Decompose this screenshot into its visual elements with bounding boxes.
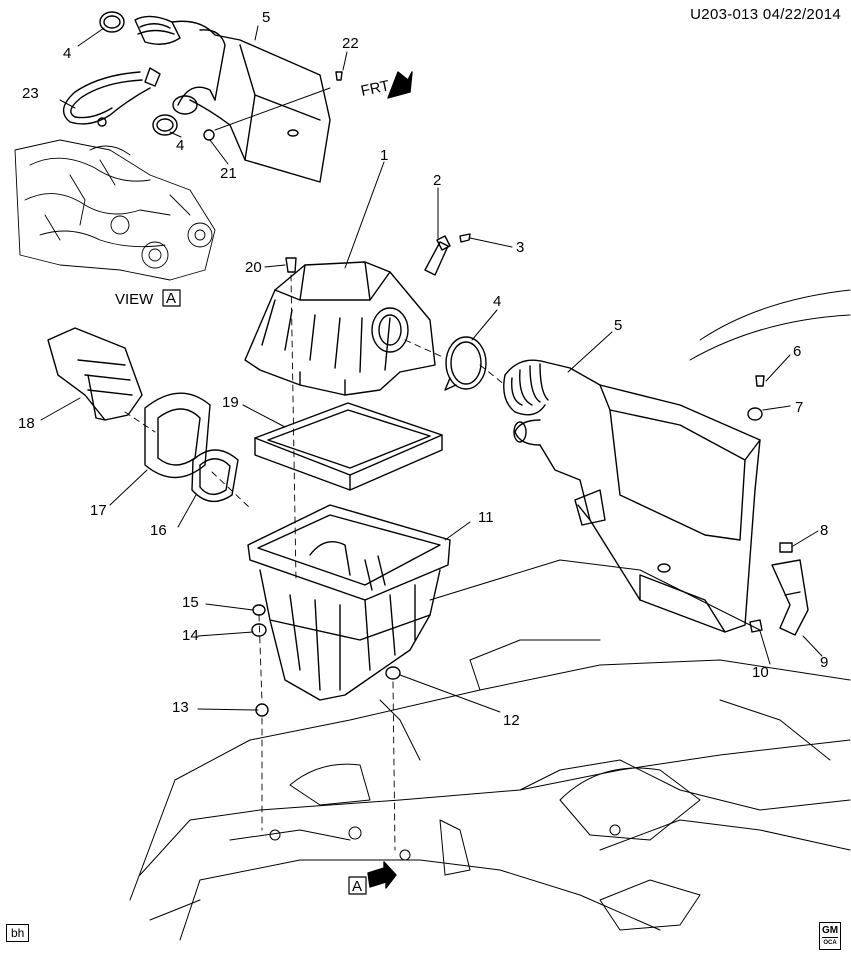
callout-4-main: 4: [493, 293, 501, 310]
callout-19: 19: [222, 394, 239, 411]
callout-11: 11: [478, 509, 494, 526]
callout-5-main: 5: [614, 317, 622, 334]
callout-4-top: 4: [63, 45, 71, 62]
callout-2: 2: [433, 172, 441, 189]
callout-labels: 4 5 22 23 4 21 1 2 3 20 4 5 6 7 19 18 17…: [18, 9, 828, 895]
callout-21: 22: [342, 35, 359, 52]
callout-23: 23: [22, 85, 39, 102]
gm-logo-subtext: OCA: [822, 937, 838, 949]
callout-13: 13: [172, 699, 189, 716]
vehicle-body: [129, 289, 851, 941]
diagram-date: 04/22/2014: [762, 6, 841, 23]
part-23-hose: [62, 67, 161, 127]
part-18-duct: [47, 327, 143, 421]
leader-lines: [40, 25, 823, 713]
assembly-guide-lines: [124, 274, 506, 851]
front-label: FRT: [359, 77, 391, 100]
part-4-clamp-upper: [99, 11, 125, 33]
callout-18: 18: [18, 415, 35, 432]
part-19-filter: [254, 402, 443, 491]
part-4-clamp-lower: [152, 114, 178, 136]
part-11-airbox-lower: [247, 504, 451, 701]
part-5-main-duct: [503, 359, 761, 633]
part-9-bracket: [771, 559, 809, 636]
part-6-bolt: [755, 375, 765, 387]
part-4-clamp-main: [444, 336, 487, 391]
callout-8: 8: [820, 522, 828, 539]
callout-4-mid: 4: [176, 137, 184, 154]
part-10-bolt: [749, 619, 763, 633]
part-3-screw: [459, 233, 471, 243]
gm-logo-text: GM: [821, 925, 839, 936]
view-marker-a-arrow-icon: [367, 861, 397, 889]
view-marker-letter: A: [352, 878, 362, 895]
callout-12: 12: [503, 712, 520, 729]
author-tag: bh: [6, 924, 30, 942]
callout-9: 9: [820, 654, 828, 671]
gm-logo: GM OCA: [819, 922, 841, 950]
callout-20: 20: [245, 259, 262, 276]
callout-14: 14: [182, 627, 199, 644]
callout-5-top: 5: [262, 9, 270, 26]
part-16-seal: [191, 449, 239, 503]
engine-inset: [14, 139, 216, 281]
part-5-upper-duct: [134, 15, 331, 183]
view-label: VIEW: [115, 291, 154, 308]
view-letter: A: [166, 290, 176, 307]
part-15-grommet: [252, 604, 266, 616]
callout-1: 1: [380, 147, 388, 164]
part-14-grommet: [251, 623, 267, 637]
view-label-box: [162, 289, 181, 307]
part-8-nut: [779, 542, 793, 553]
callout-22: 21: [220, 165, 237, 182]
callout-7: 7: [795, 399, 803, 416]
part-2-sensor: [424, 235, 451, 276]
part-7-grommet: [747, 407, 763, 421]
diagram-code: U203-013: [690, 6, 759, 23]
callout-3: 3: [516, 239, 524, 256]
part-21-screw: [335, 71, 343, 81]
callout-16: 16: [150, 522, 167, 539]
callout-17: 17: [90, 502, 107, 519]
callout-6: 6: [793, 343, 801, 360]
part-1-airbox-lid: [244, 261, 436, 396]
callout-15: 15: [182, 594, 199, 611]
view-marker-a-box: [348, 876, 367, 895]
part-12-grommet: [385, 666, 401, 680]
callout-10: 10: [752, 664, 769, 681]
diagram-header: U203-013 04/22/2014: [690, 6, 841, 23]
part-22-grommet: [203, 129, 215, 141]
front-arrow-icon: [387, 71, 413, 99]
part-20-bolt: [285, 257, 297, 273]
